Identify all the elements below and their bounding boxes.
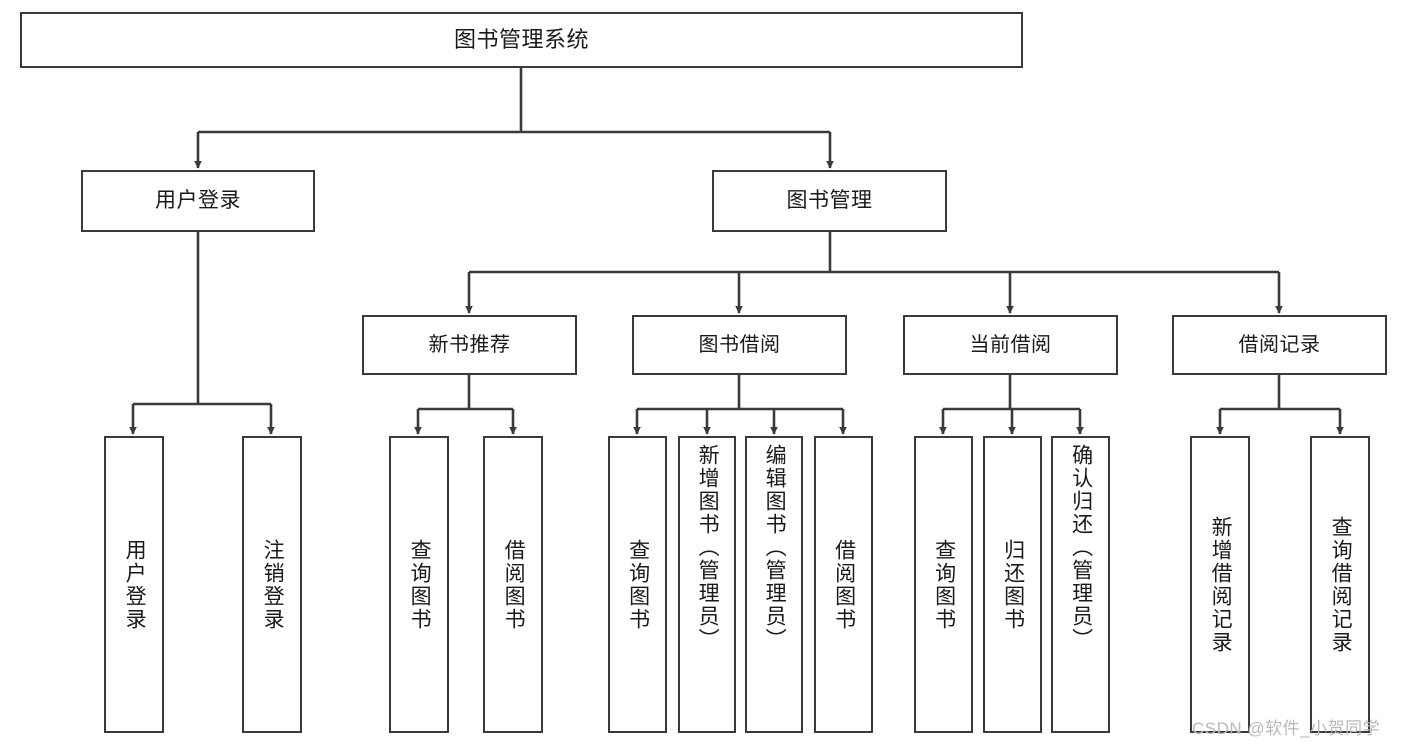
leaf-edit-book[interactable]: 编辑图书（管理员） [745,436,803,733]
leaf-user-logout[interactable]: 注销登录 [242,436,302,733]
leaf-query-book-2-label: 查询图书 [626,538,650,631]
node-new-book-rec[interactable]: 新书推荐 [362,315,577,375]
leaf-edit-book-label: 编辑图书（管理员） [763,444,787,651]
leaf-query-book-2[interactable]: 查询图书 [608,436,667,733]
node-user-login[interactable]: 用户登录 [81,170,315,232]
node-root-label: 图书管理系统 [453,26,589,52]
leaf-confirm-return[interactable]: 确认归还（管理员） [1051,436,1110,733]
leaf-confirm-return-label: 确认归还（管理员） [1069,444,1093,651]
leaf-borrow-book-2[interactable]: 借阅图书 [814,436,873,733]
node-borrow-record-label: 借阅记录 [1238,334,1321,356]
leaf-add-book-label: 新增图书（管理员） [696,444,720,651]
leaf-user-login-label: 用户登录 [123,538,147,631]
node-new-book-rec-label: 新书推荐 [428,334,511,356]
leaf-query-book-1[interactable]: 查询图书 [389,436,449,733]
leaf-add-record-label: 新增借阅记录 [1209,515,1233,654]
leaf-add-record[interactable]: 新增借阅记录 [1190,436,1250,733]
leaf-borrow-book-1[interactable]: 借阅图书 [483,436,543,733]
node-book-manage-label: 图书管理 [786,189,873,213]
node-book-borrow-label: 图书借阅 [698,334,781,356]
leaf-user-logout-label: 注销登录 [261,538,285,631]
node-user-login-label: 用户登录 [155,189,241,213]
node-current-borrow[interactable]: 当前借阅 [903,315,1118,375]
node-borrow-record[interactable]: 借阅记录 [1172,315,1387,375]
node-root[interactable]: 图书管理系统 [20,12,1023,68]
leaf-return-book-label: 归还图书 [1001,538,1025,631]
leaf-return-book[interactable]: 归还图书 [983,436,1042,733]
leaf-query-book-3[interactable]: 查询图书 [914,436,973,733]
leaf-query-book-1-label: 查询图书 [408,538,432,631]
leaf-add-book[interactable]: 新增图书（管理员） [678,436,736,733]
leaf-user-login[interactable]: 用户登录 [104,436,164,733]
node-current-borrow-label: 当前借阅 [969,334,1052,356]
leaf-borrow-book-1-label: 借阅图书 [502,538,526,631]
leaf-query-book-3-label: 查询图书 [932,538,956,631]
leaf-borrow-book-2-label: 借阅图书 [832,538,856,631]
leaf-query-record-label: 查询借阅记录 [1329,515,1353,654]
leaf-query-record[interactable]: 查询借阅记录 [1310,436,1370,733]
node-book-manage[interactable]: 图书管理 [712,170,947,232]
node-book-borrow[interactable]: 图书借阅 [632,315,847,375]
